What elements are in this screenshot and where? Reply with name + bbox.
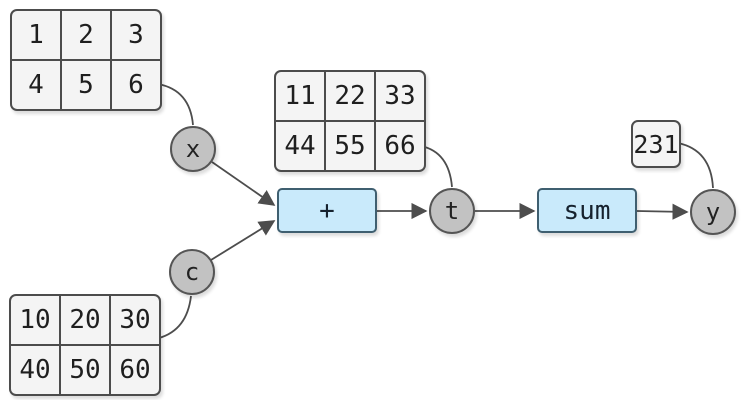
matrix-cell: 22 [326,72,374,120]
op-node-add: + [277,188,377,233]
edge-sum-to-y [636,203,689,220]
matrix-cell: 60 [111,346,159,394]
matrix-cell: 10 [11,296,59,344]
matrix-cell: 20 [61,296,109,344]
matrix-cell: 2 [62,11,110,59]
edge-x-to-add [211,161,276,206]
matrix-value-t: 11 22 33 44 55 66 [274,70,426,172]
matrix-cell: 40 [11,346,59,394]
matrix-cell: 5 [62,61,110,109]
edge-matrix-to-x [157,83,194,126]
var-node-y: y [690,189,736,235]
matrix-cell: 11 [276,72,324,120]
matrix-cell: 6 [112,61,160,109]
matrix-cell: 44 [276,122,324,170]
matrix-cell: 3 [112,11,160,59]
matrix-cell: 55 [326,122,374,170]
matrix-cell: 33 [376,72,424,120]
matrix-cell: 4 [12,61,60,109]
op-node-sum: sum [537,188,637,233]
edge-scalar-to-y [677,142,714,189]
matrix-cell: 1 [12,11,60,59]
matrix-cell: 50 [61,346,109,394]
matrix-cell: 66 [376,122,424,170]
var-node-t: t [429,188,475,234]
matrix-cell: 30 [111,296,159,344]
edge-matrix-to-c [158,295,192,339]
matrix-value-c: 10 20 30 40 50 60 [9,294,161,396]
var-node-c: c [169,249,215,295]
scalar-value-y: 231 [631,120,681,168]
matrix-value-x: 1 2 3 4 5 6 [10,9,162,111]
var-node-x: x [170,126,216,172]
edge-c-to-add [210,220,276,261]
